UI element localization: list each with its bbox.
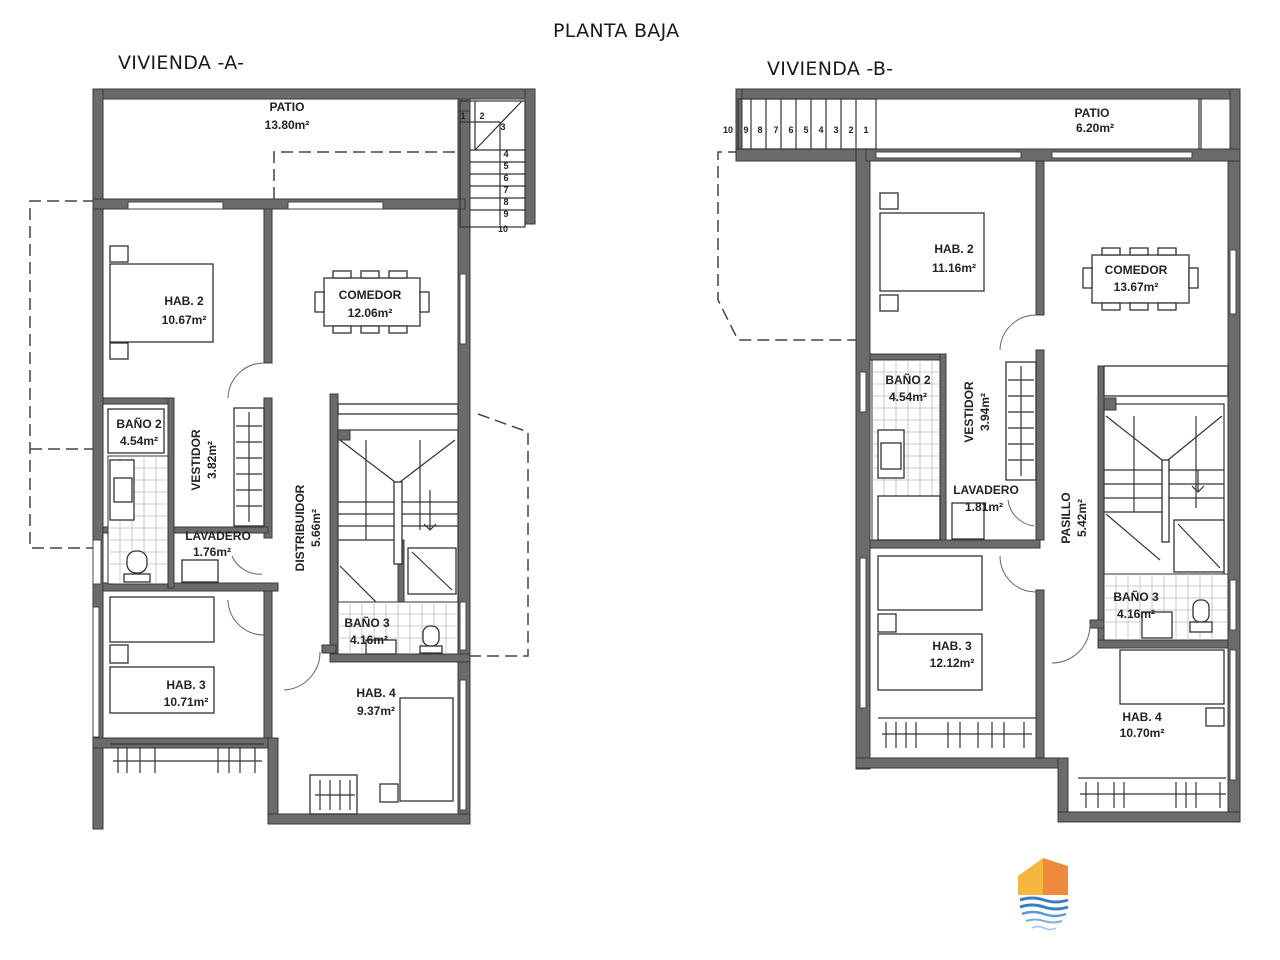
vivienda-b-title: VIVIENDA -B-: [767, 58, 894, 80]
svg-text:8: 8: [757, 125, 762, 135]
room-label-hab4-b: HAB. 4 10.70m²: [1120, 710, 1165, 740]
svg-text:10.67m²: 10.67m²: [162, 313, 207, 327]
svg-text:4.16m²: 4.16m²: [350, 633, 388, 647]
svg-text:5.42m²: 5.42m²: [1075, 499, 1089, 537]
bano2-tiles-a: [107, 408, 169, 585]
svg-text:6: 6: [788, 125, 793, 135]
svg-text:13.80m²: 13.80m²: [265, 118, 310, 132]
svg-text:LAVADERO: LAVADERO: [953, 483, 1019, 497]
patio-stairs-b: 10 9 8 7 6 5 4 3 2 1: [723, 98, 877, 150]
svg-text:10.70m²: 10.70m²: [1120, 726, 1165, 740]
room-label-hab3-a: HAB. 3 10.71m²: [164, 678, 209, 709]
svg-text:13.67m²: 13.67m²: [1114, 280, 1159, 294]
room-label-hab3-b: HAB. 3 12.12m²: [930, 639, 975, 670]
svg-text:HAB. 2: HAB. 2: [934, 242, 974, 256]
pergola-outline: [273, 151, 458, 199]
svg-text:8: 8: [503, 197, 508, 207]
svg-text:3.94m²: 3.94m²: [978, 393, 992, 431]
svg-text:LAVADERO: LAVADERO: [185, 529, 251, 543]
bano2-tiles-b: [871, 359, 941, 541]
room-label-hab4-a: HAB. 4 9.37m²: [356, 686, 396, 718]
svg-text:HAB. 4: HAB. 4: [1122, 710, 1162, 724]
room-label-bano3-b: BAÑO 3 4.16m²: [1113, 589, 1159, 621]
svg-text:1: 1: [460, 111, 465, 121]
dining-table-a: [314, 270, 430, 334]
svg-text:4.54m²: 4.54m²: [120, 434, 158, 448]
svg-text:VESTIDOR: VESTIDOR: [962, 381, 976, 443]
room-label-lavadero-b: LAVADERO 1.81m²: [953, 483, 1019, 514]
svg-text:7: 7: [773, 125, 778, 135]
svg-text:5: 5: [803, 125, 808, 135]
svg-text:3: 3: [833, 125, 838, 135]
svg-text:9.37m²: 9.37m²: [357, 704, 395, 718]
main-stairs-a: [337, 403, 459, 653]
patio-stairs-a: 1 2 3 4 5 6 7 8 9 10: [459, 100, 526, 234]
room-label-pasillo-b: PASILLO 5.42m²: [1059, 492, 1089, 543]
page-title: PLANTA BAJA: [553, 20, 680, 42]
svg-text:10: 10: [498, 224, 508, 234]
plan-vivienda-b: 10 9 8 7 6 5 4 3 2 1: [717, 88, 1241, 823]
svg-text:4.54m²: 4.54m²: [889, 390, 927, 404]
svg-text:3.82m²: 3.82m²: [205, 441, 219, 479]
vivienda-a-title: VIVIENDA -A-: [118, 52, 245, 74]
room-label-comedor-a: COMEDOR 12.06m²: [339, 288, 402, 320]
svg-text:10: 10: [723, 125, 733, 135]
svg-text:PASILLO: PASILLO: [1059, 492, 1073, 543]
svg-text:PATIO: PATIO: [1075, 106, 1110, 120]
svg-text:DISTRIBUIDOR: DISTRIBUIDOR: [293, 484, 307, 571]
room-label-distribuidor-a: DISTRIBUIDOR 5.66m²: [293, 484, 323, 571]
bano3-tiles-a: [337, 601, 459, 655]
svg-text:COMEDOR: COMEDOR: [1105, 263, 1168, 277]
svg-text:1: 1: [863, 125, 868, 135]
svg-text:11.16m²: 11.16m²: [932, 261, 976, 275]
svg-text:COMEDOR: COMEDOR: [339, 288, 402, 302]
room-label-vestidor-a: VESTIDOR 3.82m²: [189, 429, 219, 491]
svg-text:BAÑO 2: BAÑO 2: [885, 372, 931, 387]
room-label-bano2-a: BAÑO 2 4.54m²: [116, 416, 162, 448]
room-label-comedor-b: COMEDOR 13.67m²: [1105, 263, 1168, 294]
terrace-outline-right: [460, 413, 529, 657]
svg-text:HAB. 2: HAB. 2: [164, 294, 204, 308]
svg-text:VESTIDOR: VESTIDOR: [189, 429, 203, 491]
svg-text:1.81m²: 1.81m²: [965, 500, 1003, 514]
svg-text:1.76m²: 1.76m²: [193, 545, 231, 559]
svg-text:HAB. 4: HAB. 4: [356, 686, 396, 700]
svg-text:5: 5: [503, 161, 508, 171]
svg-text:7: 7: [503, 185, 508, 195]
svg-text:3: 3: [500, 122, 505, 132]
svg-text:5.66m²: 5.66m²: [309, 509, 323, 547]
svg-text:BAÑO 3: BAÑO 3: [1113, 589, 1159, 604]
svg-text:BAÑO 3: BAÑO 3: [344, 615, 390, 630]
svg-text:6.20m²: 6.20m²: [1076, 121, 1114, 135]
svg-text:12.12m²: 12.12m²: [930, 656, 975, 670]
svg-text:2: 2: [479, 111, 484, 121]
svg-text:BAÑO 2: BAÑO 2: [116, 416, 162, 431]
terrace-outline-b: [717, 151, 862, 341]
svg-text:HAB. 3: HAB. 3: [166, 678, 206, 692]
svg-text:12.06m²: 12.06m²: [348, 306, 393, 320]
room-label-hab2-b: HAB. 2 11.16m²: [932, 242, 976, 275]
svg-text:10.71m²: 10.71m²: [164, 695, 209, 709]
room-label-hab2-a: HAB. 2 10.67m²: [162, 294, 207, 327]
svg-text:4: 4: [818, 125, 823, 135]
bano3-tiles-b: [1103, 573, 1229, 641]
room-label-bano3-a: BAÑO 3 4.16m²: [344, 615, 390, 647]
logo-icon: [1018, 858, 1069, 931]
terrace-outline-left: [29, 200, 95, 549]
svg-text:PATIO: PATIO: [270, 100, 305, 114]
svg-text:4.16m²: 4.16m²: [1117, 607, 1155, 621]
svg-text:4: 4: [503, 149, 508, 159]
room-label-patio-b: PATIO 6.20m²: [1075, 106, 1114, 135]
dining-table-b: [1082, 247, 1199, 311]
svg-text:6: 6: [503, 173, 508, 183]
svg-text:2: 2: [848, 125, 853, 135]
room-label-vestidor-b: VESTIDOR 3.94m²: [962, 381, 992, 443]
svg-text:9: 9: [743, 125, 748, 135]
svg-text:9: 9: [503, 209, 508, 219]
room-label-patio-a: PATIO 13.80m²: [265, 100, 310, 132]
room-label-lavadero-a: LAVADERO 1.76m²: [185, 529, 251, 559]
room-label-bano2-b: BAÑO 2 4.54m²: [885, 372, 931, 404]
svg-text:HAB. 3: HAB. 3: [932, 639, 972, 653]
plan-vivienda-a: 1 2 3 4 5 6 7 8 9 10: [29, 88, 536, 830]
